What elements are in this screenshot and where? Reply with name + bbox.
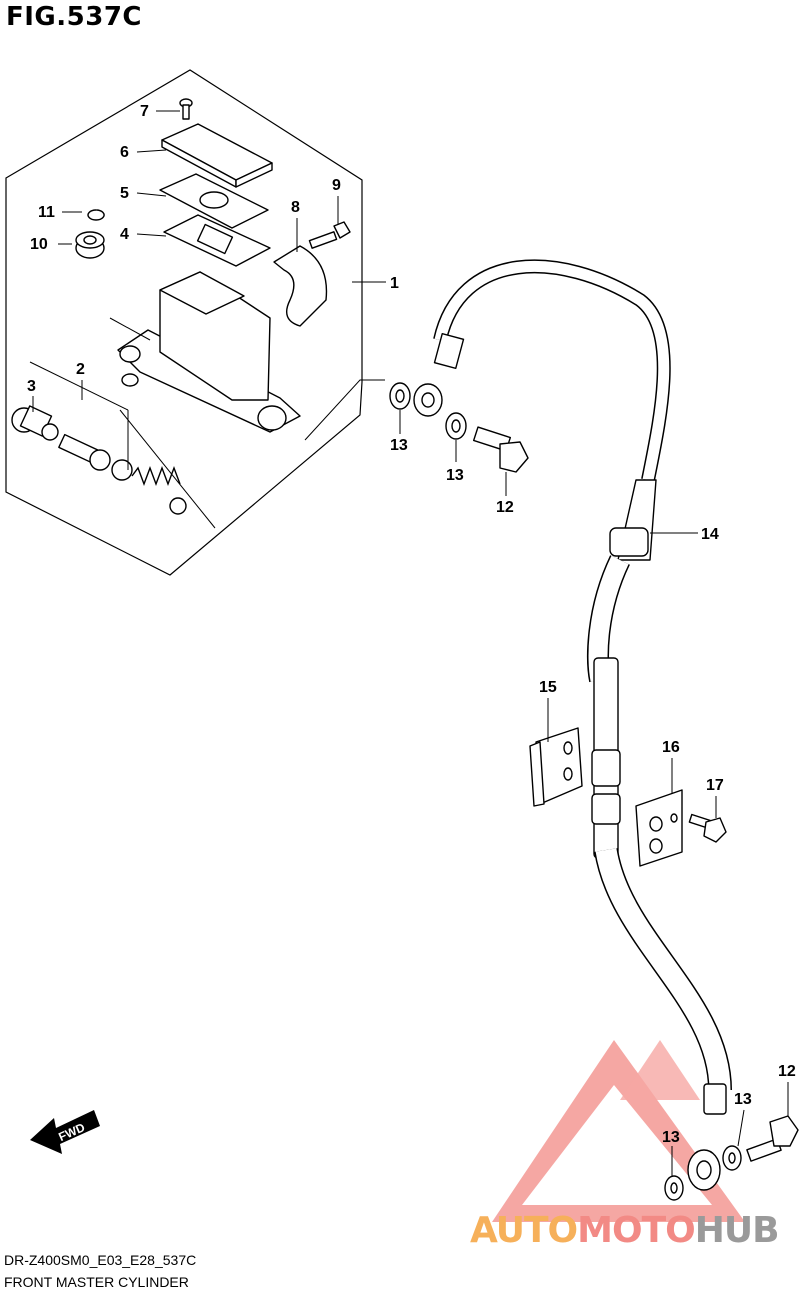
callout-15: 15 — [539, 679, 557, 696]
brake-hose-14-icon — [413, 259, 732, 1191]
callout-12: 12 — [496, 499, 514, 516]
banjo-bolt-12-icon — [472, 426, 529, 473]
watermark-text-hub: HUB — [694, 1210, 780, 1251]
boot-10-icon — [75, 231, 105, 259]
callout-10: 10 — [30, 236, 48, 253]
callout-1: 1 — [390, 275, 399, 292]
figure-title: FIG.537C — [6, 2, 143, 32]
callout-7: 7 — [140, 103, 149, 120]
callout-4: 4 — [120, 226, 129, 243]
diagram-name: FRONT MASTER CYLINDER — [4, 1274, 189, 1290]
callout-2: 2 — [76, 361, 85, 378]
master-cylinder-body-1-icon — [117, 271, 301, 433]
callout-13: 13 — [446, 467, 464, 484]
callout-13: 13 — [390, 437, 408, 454]
watermark-text: AUTOMOTOHUB — [470, 1210, 780, 1251]
watermark-text-moto: MOTO — [577, 1210, 696, 1251]
hose-clamp-15-icon — [529, 727, 583, 807]
banjo-bolt-12-icon — [746, 1115, 799, 1162]
watermark-logo-icon — [492, 1040, 745, 1222]
callout-11: 11 — [38, 204, 55, 221]
watermark-text-auto: AUTO — [470, 1210, 578, 1251]
piston-kit-2-icon — [11, 405, 187, 515]
bolt-9-icon — [308, 221, 351, 249]
callout-14: 14 — [701, 526, 719, 543]
callout-13: 13 — [662, 1129, 680, 1146]
diagram-code: DR-Z400SM0_E03_E28_537C — [4, 1252, 197, 1268]
callout-6: 6 — [120, 144, 129, 161]
callout-13: 13 — [734, 1091, 752, 1108]
fwd-arrow-icon: FWD — [30, 1110, 100, 1154]
circlip-11-icon — [87, 209, 105, 221]
callout-5: 5 — [120, 185, 129, 202]
clamp-8-icon — [273, 245, 328, 327]
fwd-label: FWD — [56, 1120, 87, 1144]
callout-8: 8 — [291, 199, 300, 216]
bolt-17-icon — [688, 813, 727, 843]
callout-12: 12 — [778, 1063, 796, 1080]
callout-17: 17 — [706, 777, 724, 794]
callout-16: 16 — [662, 739, 680, 756]
callout-9: 9 — [332, 177, 341, 194]
callout-3: 3 — [27, 378, 36, 395]
assembly-outline-box — [5, 69, 363, 576]
hose-clamp-16-icon — [635, 789, 683, 867]
screw-7-icon — [179, 98, 193, 120]
